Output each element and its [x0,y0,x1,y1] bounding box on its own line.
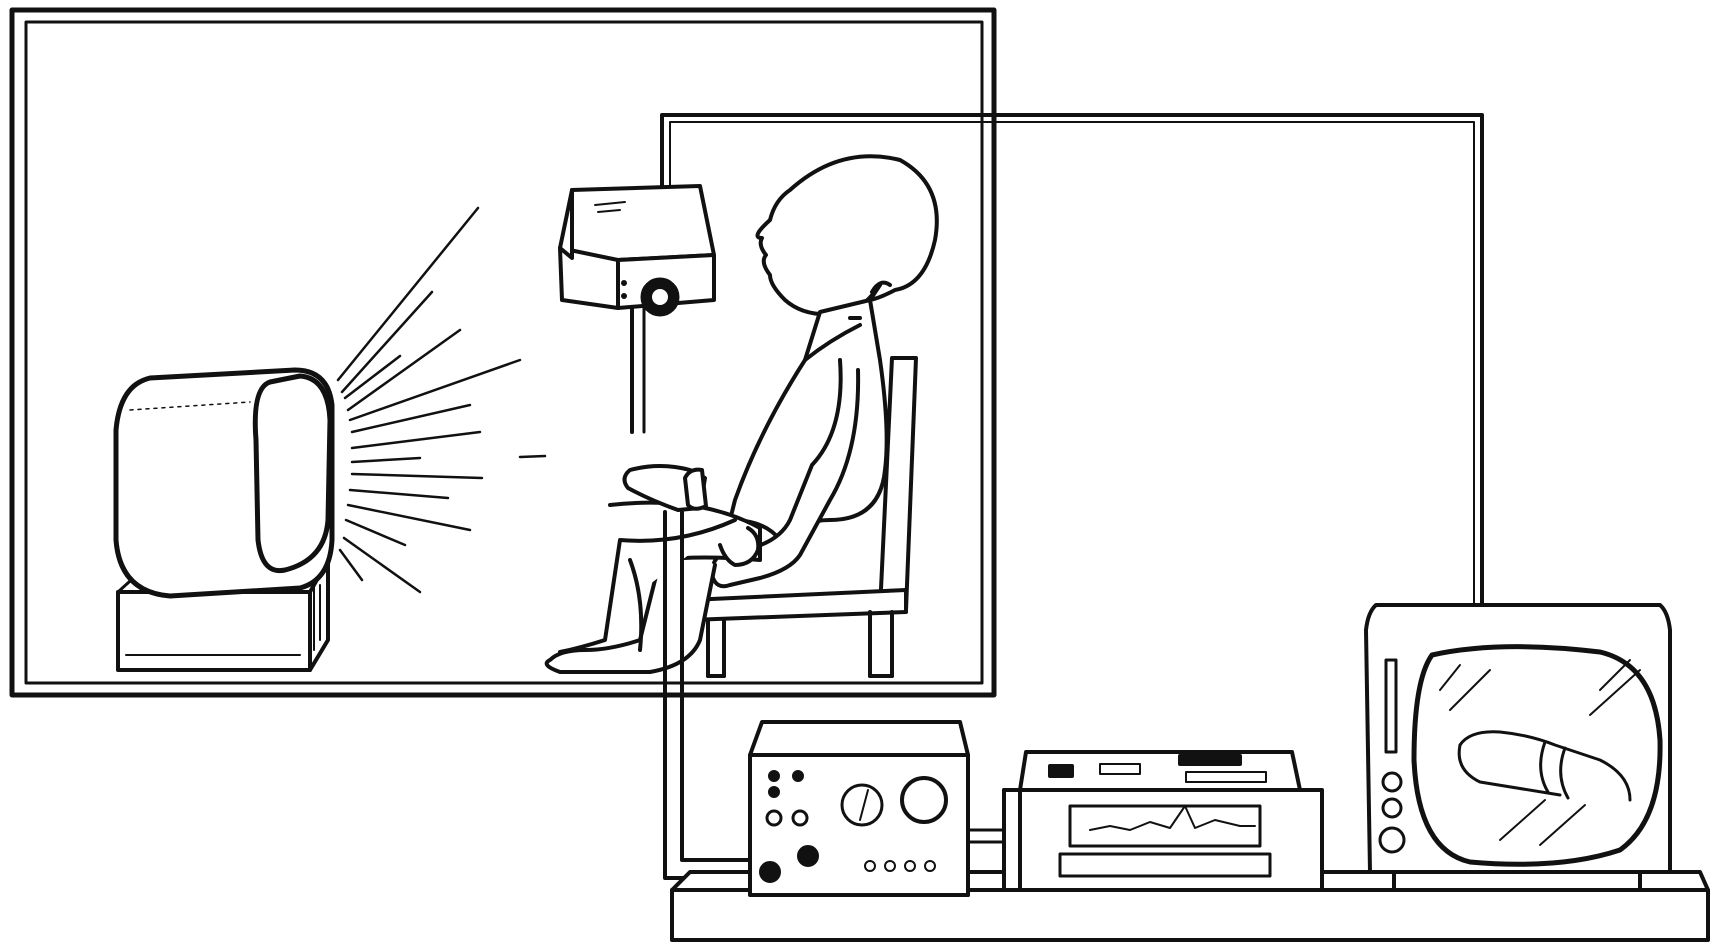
equipment-bench [670,870,1710,942]
chart-recorder [1002,750,1324,892]
seated-subject [544,154,939,674]
screen-light-rays [336,206,547,594]
wall-camera [558,184,716,434]
amplifier-unit [748,720,970,897]
stimulus-tv [113,367,335,672]
penile-sensor [622,464,708,512]
viewing-room-window [9,7,997,698]
chair [688,356,918,678]
camera-cable [660,113,1484,607]
monitor-tv [1364,603,1672,890]
